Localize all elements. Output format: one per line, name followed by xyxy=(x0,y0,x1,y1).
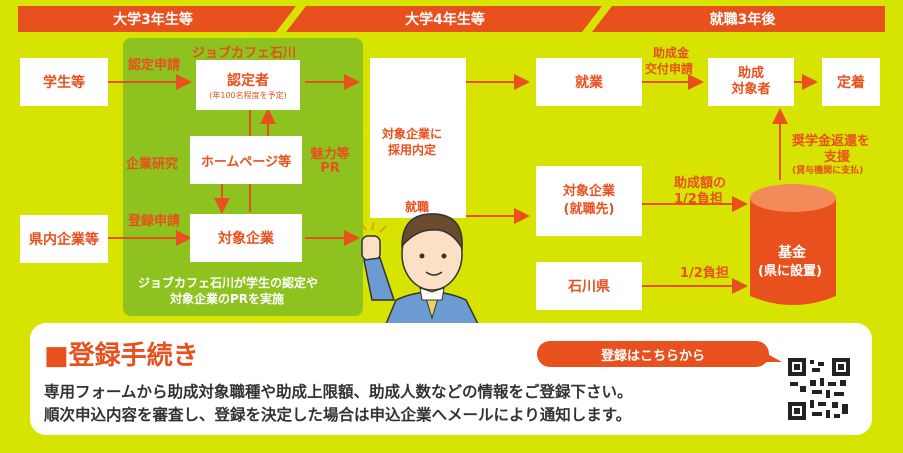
repay-line3: (貸与機関に支払) xyxy=(792,166,864,176)
grant-apply-line1: 助成金 xyxy=(653,46,690,60)
fund-label-line2: (県に設置) xyxy=(758,264,822,279)
phase-header-band xyxy=(18,6,885,32)
ishikawa-box: 石川県 xyxy=(536,262,642,310)
grant-half-line2: 1/2負担 xyxy=(674,192,723,207)
research-label: 企業研究 xyxy=(126,157,179,172)
reg-apply-label: 登録申請 xyxy=(128,214,181,229)
employment-box: 就業 xyxy=(536,58,642,106)
offer-line1: 対象企業に xyxy=(382,127,443,141)
fund-cylinder xyxy=(750,184,836,305)
registration-title: ■登録手続き xyxy=(44,341,199,371)
fund-label-line1: 基金 xyxy=(778,245,806,261)
phase-year3: 大学3年生等 xyxy=(113,12,193,28)
registration-line2: 順次申込内容を審査し、登録を決定した場合は申込企業へメールにより通知します。 xyxy=(44,406,632,424)
local-companies-box: 県内企業等 xyxy=(20,215,108,263)
phase-year4: 大学4年生等 xyxy=(405,12,485,28)
grant-apply-line2: 交付申請 xyxy=(645,62,694,76)
panel-caption-line2: 対象企業のPRを実施 xyxy=(170,292,285,306)
certified-box: 認定者 (年100名程度を予定) xyxy=(196,60,300,110)
recipient-box: 助成対象者 xyxy=(708,58,794,106)
appeal-label: 魅力等 PR xyxy=(310,147,350,176)
homepage-box: ホームページ等 xyxy=(190,136,302,184)
settle-box: 定着 xyxy=(822,58,880,106)
job-label: 就職 xyxy=(405,200,430,214)
jobcafe-label: ジョブカフェ石川 xyxy=(192,46,297,61)
registration-line1: 専用フォームから助成対象職種や助成上限額、助成人数などの情報をご登録下さい。 xyxy=(44,383,633,401)
cert-apply-label: 認定申請 xyxy=(128,58,181,73)
employer-box: 対象企業(就職先) xyxy=(536,166,642,236)
grant-half-line1: 助成額の xyxy=(674,176,727,191)
bubble-tail xyxy=(760,350,782,362)
half-burden-label: 1/2負担 xyxy=(680,266,729,281)
offer-column xyxy=(370,58,466,218)
offer-line2: 採用内定 xyxy=(388,143,437,157)
repay-line2: 支援 xyxy=(824,150,851,165)
target-company-box: 対象企業 xyxy=(190,214,302,262)
businessman-illustration xyxy=(361,213,479,324)
repay-line1: 奨学金返還を xyxy=(792,134,871,149)
phase-after-3-years: 就職3年後 xyxy=(709,12,776,28)
panel-caption-line1: ジョブカフェ石川が学生の認定や xyxy=(138,276,319,290)
qr-code-icon[interactable] xyxy=(786,356,852,422)
register-button[interactable]: 登録はこちらから xyxy=(537,341,769,367)
students-box: 学生等 xyxy=(20,58,108,106)
